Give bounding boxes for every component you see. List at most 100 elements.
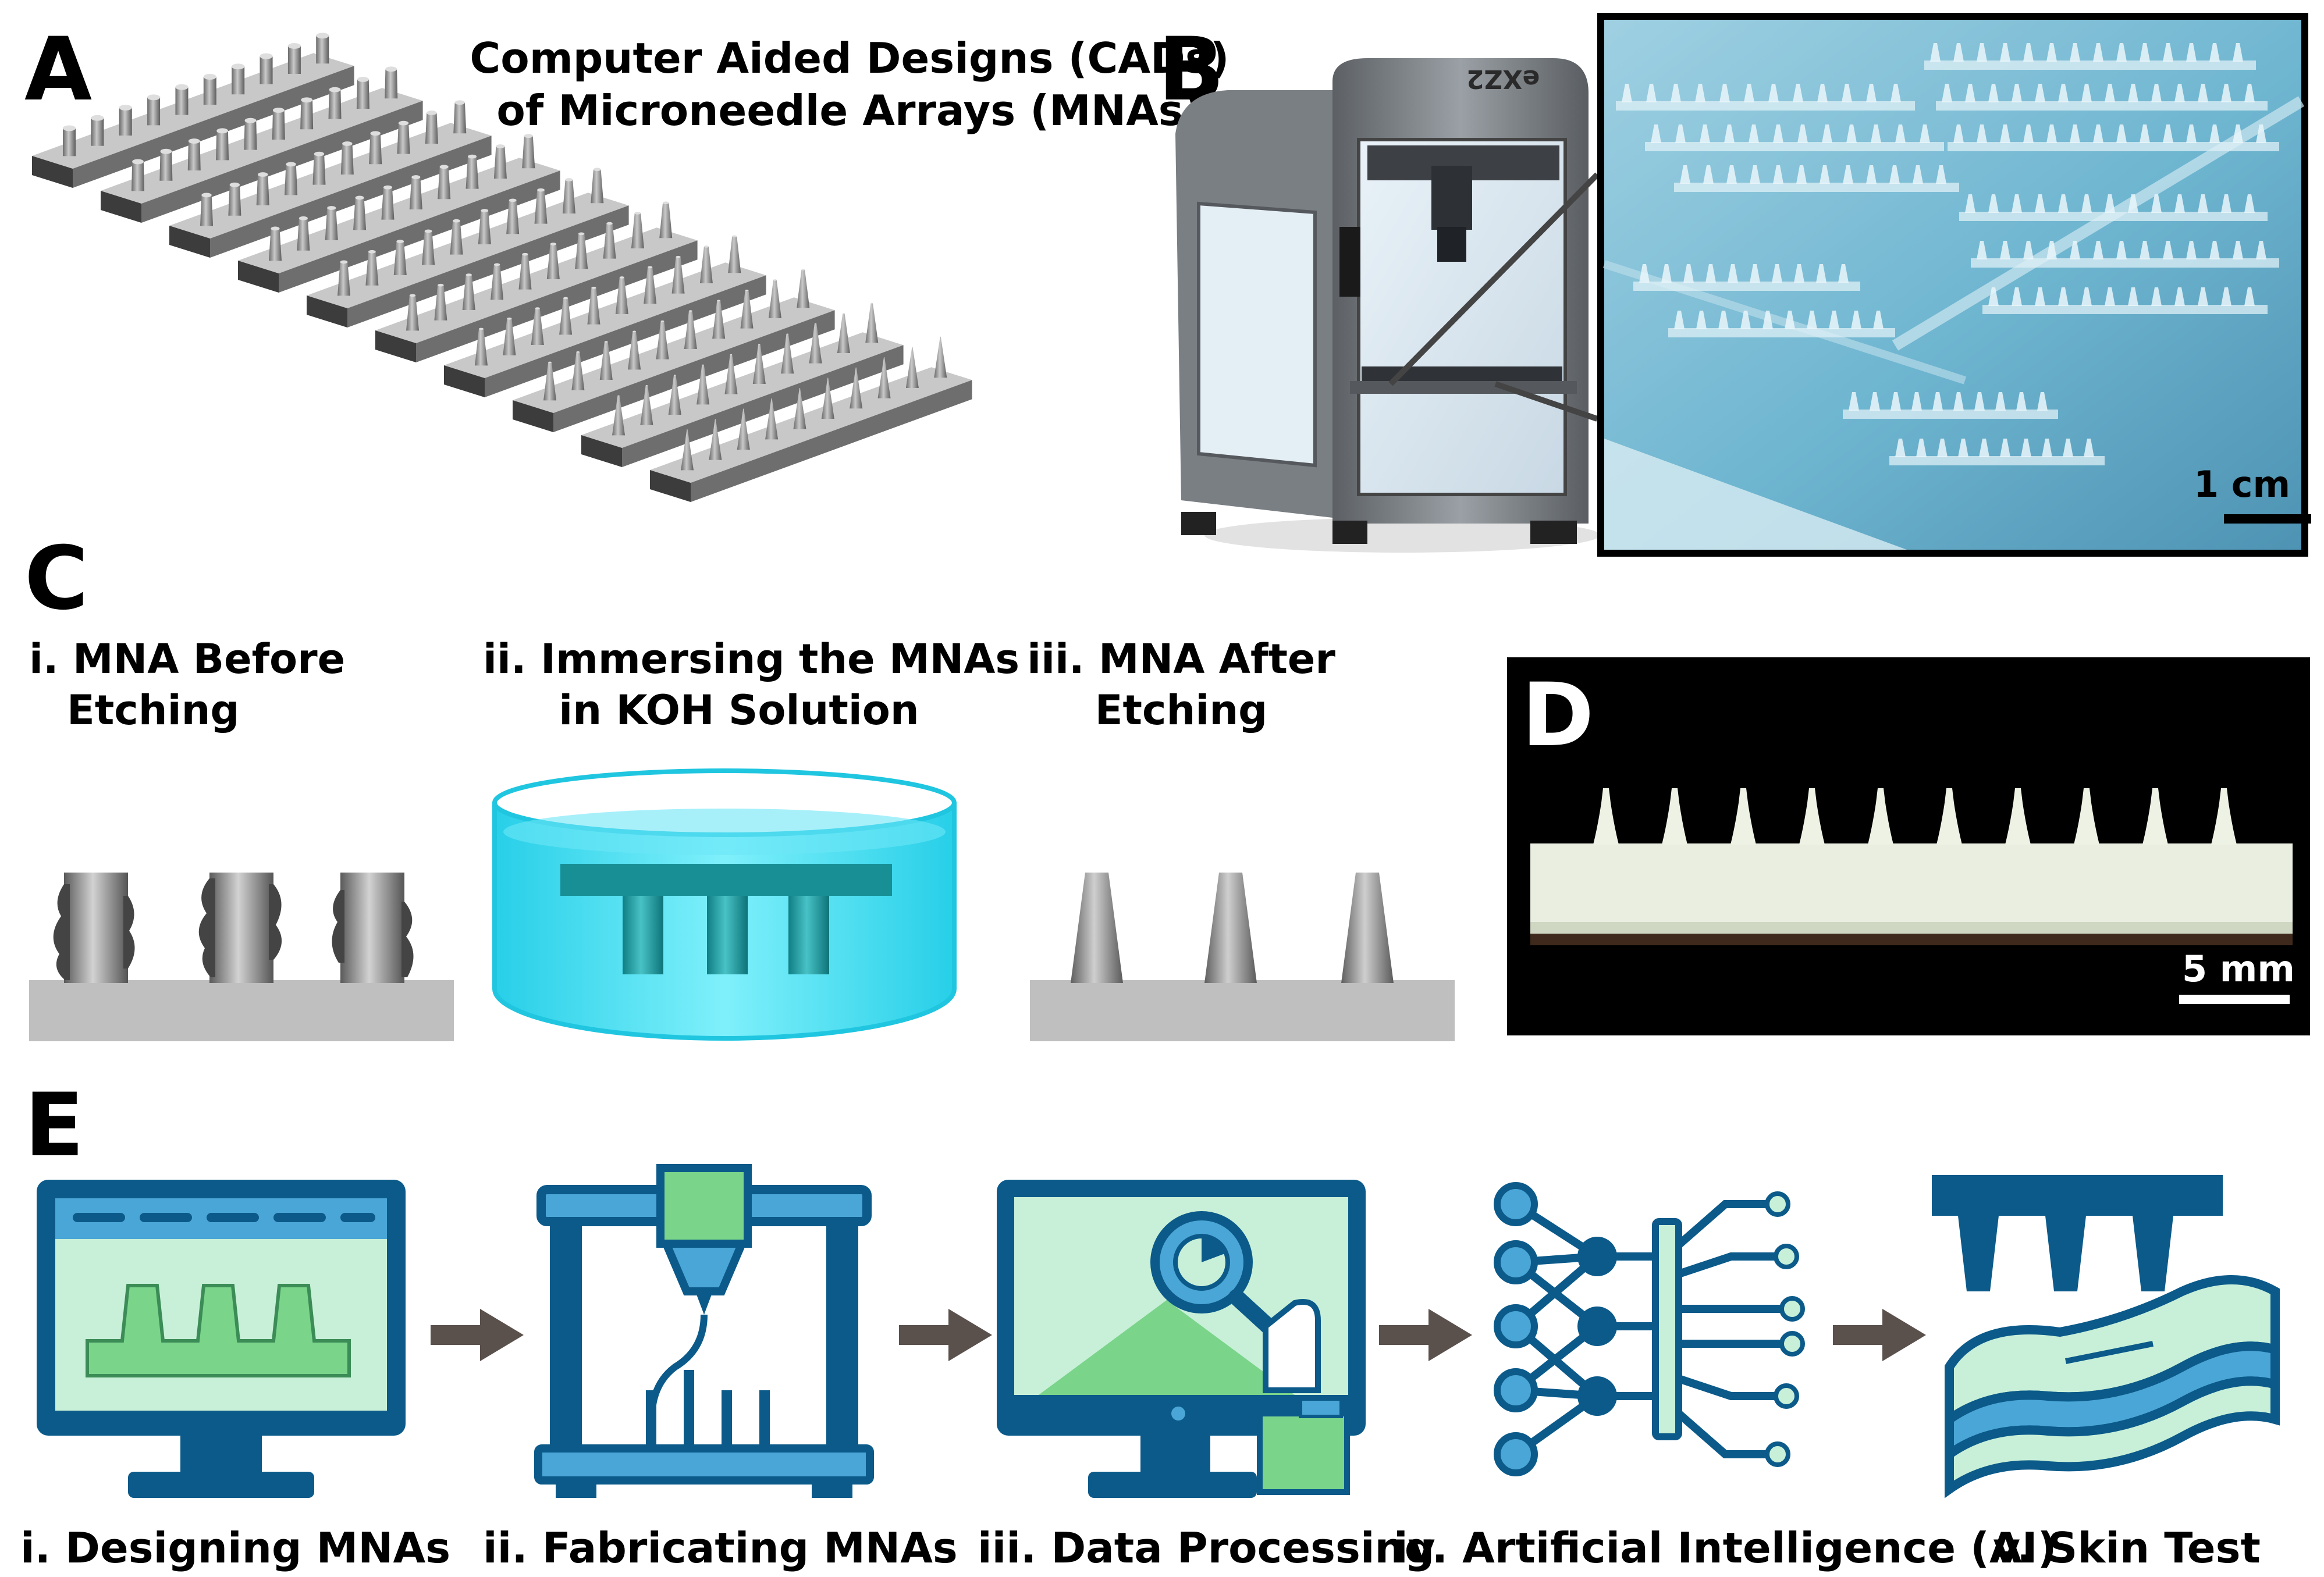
- cad-needle: [837, 313, 850, 353]
- photo-needle: [2163, 43, 2173, 62]
- cad-needle: [684, 311, 697, 349]
- panel-b-scale-bar-label: 1 cm: [2194, 463, 2291, 506]
- cad-needle: [216, 130, 229, 161]
- photo-needle: [1977, 124, 1987, 143]
- cad-needle: [599, 341, 613, 380]
- cad-needle: [656, 321, 669, 359]
- photo-needle: [2256, 124, 2266, 143]
- cad-needle: [228, 184, 241, 216]
- photo-needle: [1724, 124, 1735, 143]
- cad-array-bar: [307, 168, 629, 327]
- photo-needle: [1953, 43, 1964, 62]
- cad-needle: [381, 187, 395, 220]
- photo-needle: [2042, 439, 2052, 457]
- photo-needle: [2221, 287, 2231, 306]
- cad-needle: [712, 300, 726, 339]
- photo-needle: [2035, 84, 2045, 102]
- cad-needle: [612, 396, 626, 436]
- photo-needle: [2233, 43, 2243, 62]
- photo-needle: [2186, 241, 2197, 259]
- photo-needle: [2198, 287, 2208, 306]
- photo-needle: [2151, 194, 2162, 213]
- photo-needle: [2221, 84, 2231, 102]
- cad-needle: [356, 79, 369, 109]
- photo-needle: [2058, 84, 2069, 102]
- photo-array-base: [1633, 282, 1860, 291]
- photo-needle: [1639, 264, 1650, 283]
- photo-needle: [2256, 241, 2266, 259]
- cad-array-bar: [169, 100, 492, 258]
- photo-needle: [2046, 124, 2057, 143]
- cad-needle: [737, 408, 750, 450]
- photo-needle: [2081, 194, 2092, 213]
- photo-needle: [1942, 84, 1952, 102]
- photo-needle: [2233, 241, 2243, 259]
- panel-c-step2-line2: in KOH Solution: [559, 686, 919, 734]
- photo-needle: [1977, 43, 1987, 62]
- photo-needle: [2046, 43, 2057, 62]
- cad-needle: [752, 344, 766, 384]
- panel-d-photo: D 5 mm: [1507, 657, 2310, 1035]
- photo-needle: [2140, 43, 2150, 62]
- photo-needle: [1988, 84, 1999, 102]
- cad-array-bar: [101, 66, 423, 223]
- photo-needle-rows: [1616, 43, 2279, 465]
- photo-needle: [1930, 43, 1941, 62]
- panel-e-letter: E: [24, 1075, 84, 1176]
- cad-needle: [821, 378, 834, 419]
- photo-needle: [2198, 84, 2208, 102]
- cad-array-bar: [32, 33, 354, 188]
- cad-needle: [406, 295, 420, 331]
- cad-needle: [644, 267, 657, 304]
- cad-needle: [699, 246, 713, 283]
- photo-array-base: [1674, 183, 1959, 192]
- cad-needle: [768, 280, 781, 318]
- cad-needle: [740, 290, 754, 329]
- photo-needle: [1728, 264, 1738, 283]
- photo-needle: [2035, 287, 2045, 306]
- photo-needle: [2128, 194, 2138, 213]
- flow-arrow-1: [431, 1309, 524, 1361]
- cad-needle: [119, 108, 132, 136]
- panel-c-step1-label: i. MNA Before Etching: [29, 634, 345, 736]
- photo-needle: [1719, 84, 1730, 102]
- photo-needle: [1740, 311, 1751, 329]
- cad-needle: [200, 195, 214, 226]
- photo-needle: [1829, 311, 1839, 329]
- cad-needle: [543, 362, 557, 401]
- photo-needle: [1651, 124, 1661, 143]
- cad-needle: [453, 102, 467, 134]
- etched-needle: [1730, 788, 1756, 845]
- cad-needle: [615, 277, 628, 314]
- 3d-printer-illustration: [1175, 58, 1600, 553]
- photo-needle: [2140, 241, 2150, 259]
- photo-needle: [1937, 439, 1948, 457]
- designing-monitor-icon: [37, 1180, 406, 1498]
- photo-needle: [1849, 392, 1859, 411]
- photo-needle: [1988, 194, 1999, 213]
- photo-needle: [1953, 392, 1964, 411]
- photo-needle: [2209, 241, 2220, 259]
- photo-needle: [1816, 264, 1826, 283]
- etched-needle: [2074, 788, 2099, 845]
- cad-needle: [781, 334, 794, 374]
- photo-needle: [1671, 84, 1681, 102]
- printed-mna-photo: [1602, 20, 2311, 550]
- cad-needle: [91, 118, 104, 146]
- cad-needle: [506, 200, 520, 234]
- photo-needle: [1773, 165, 1783, 184]
- cad-needle: [269, 228, 282, 261]
- photo-needle: [1889, 165, 1900, 184]
- photo-needle: [1873, 311, 1884, 329]
- photo-needle: [2116, 124, 2127, 143]
- flow-arrow-3: [1379, 1309, 1472, 1361]
- photo-needle: [1750, 165, 1760, 184]
- ai-neural-network-icon: [1494, 1182, 1805, 1476]
- cad-needle: [503, 318, 516, 355]
- panel-c-step1-line2: Etching: [67, 686, 240, 734]
- cad-needle: [809, 323, 822, 364]
- e-step-1-caption: i. Designing MNAs: [20, 1523, 451, 1572]
- photo-needle: [1920, 124, 1930, 143]
- cad-needle: [518, 254, 532, 290]
- photo-needle: [2012, 287, 2022, 306]
